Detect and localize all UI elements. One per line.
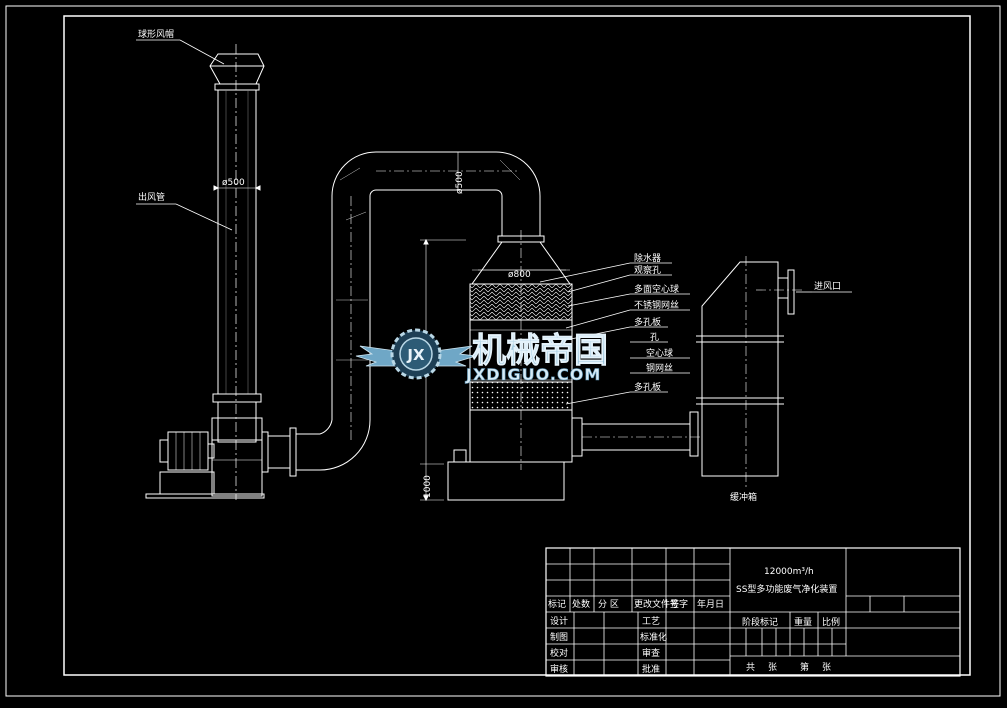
tb-header-1: 处数 <box>572 598 590 610</box>
tb-row-review: 审核 <box>550 663 568 675</box>
tb-mid-approve: 批准 <box>642 663 660 675</box>
title-block-text: 12000m³/h SS型多功能废气净化装置 标记 处数 分 区 更改文件号 签… <box>548 567 840 675</box>
tb-sheet-no: 第 <box>800 661 809 673</box>
label-hollow-ball-2: 空心球 <box>646 347 673 359</box>
tb-header-0: 标记 <box>548 598 566 610</box>
label-exhaust-pipe: 出风管 <box>138 191 165 203</box>
label-ss-mesh-2: 钢网丝 <box>646 362 673 374</box>
label-hole-2: 孔 <box>650 332 659 343</box>
tb-name: SS型多功能废气净化装置 <box>736 583 837 595</box>
fan-motor <box>145 417 297 499</box>
label-hollow-ball-1: 多面空心球 <box>634 283 679 295</box>
tb-mid-examine: 审查 <box>642 647 660 659</box>
tb-scale: 比例 <box>822 616 840 628</box>
tb-header-5: 年月日 <box>697 598 724 610</box>
tb-row-draw: 制图 <box>550 631 568 643</box>
tb-row-design: 设计 <box>550 615 568 627</box>
label-buffer-box: 缓冲箱 <box>730 491 757 503</box>
duct <box>296 151 541 471</box>
tb-total: 共 <box>746 662 755 673</box>
tb-sheets: 张 <box>768 662 777 673</box>
labels: 球形风帽 出风管 ø500 ø500 ø800 1000 除水器 观察孔 多面空… <box>138 28 841 503</box>
label-dim-height: 1000 <box>423 475 433 498</box>
tb-stage: 阶段标记 <box>742 616 778 628</box>
tb-header-3: 更改文件号 <box>634 598 679 610</box>
label-perforated-1: 多孔板 <box>634 316 661 328</box>
watermark: JX 机械帝国 JXDIGUO.COM <box>355 328 608 384</box>
exhaust-stack <box>209 44 265 500</box>
tb-header-2: 分 区 <box>598 599 619 610</box>
label-spherical-cap: 球形风帽 <box>138 28 174 40</box>
label-inlet: 进风口 <box>814 281 841 292</box>
title-block <box>545 547 961 677</box>
scrubber-tower <box>420 230 573 502</box>
inlet-duct <box>571 411 700 457</box>
label-dia-tower: ø800 <box>508 270 531 280</box>
label-ss-mesh-1: 不锈钢网丝 <box>634 299 679 311</box>
tb-sheet: 张 <box>822 662 831 673</box>
tb-mid-process: 工艺 <box>642 616 660 627</box>
inner-frame <box>63 15 971 676</box>
label-sight-hole: 观察孔 <box>634 264 661 276</box>
watermark-cn: 机械帝国 <box>472 331 608 371</box>
watermark-en: JXDIGUO.COM <box>465 365 601 384</box>
buffer-box <box>696 256 802 490</box>
tb-flow: 12000m³/h <box>764 567 814 577</box>
label-dia-top: ø500 <box>455 171 465 194</box>
tb-mid-standard: 标准化 <box>640 631 667 643</box>
leader-lines <box>136 39 852 405</box>
label-demister: 除水器 <box>634 252 661 264</box>
outer-frame <box>5 5 1001 697</box>
label-perforated-2: 多孔板 <box>634 381 661 393</box>
label-dia-pipe: ø500 <box>222 178 245 188</box>
tb-weight: 重量 <box>794 616 812 628</box>
tb-header-4: 签字 <box>670 598 688 610</box>
tb-row-check: 校对 <box>550 647 568 659</box>
watermark-badge: JX <box>406 346 425 364</box>
